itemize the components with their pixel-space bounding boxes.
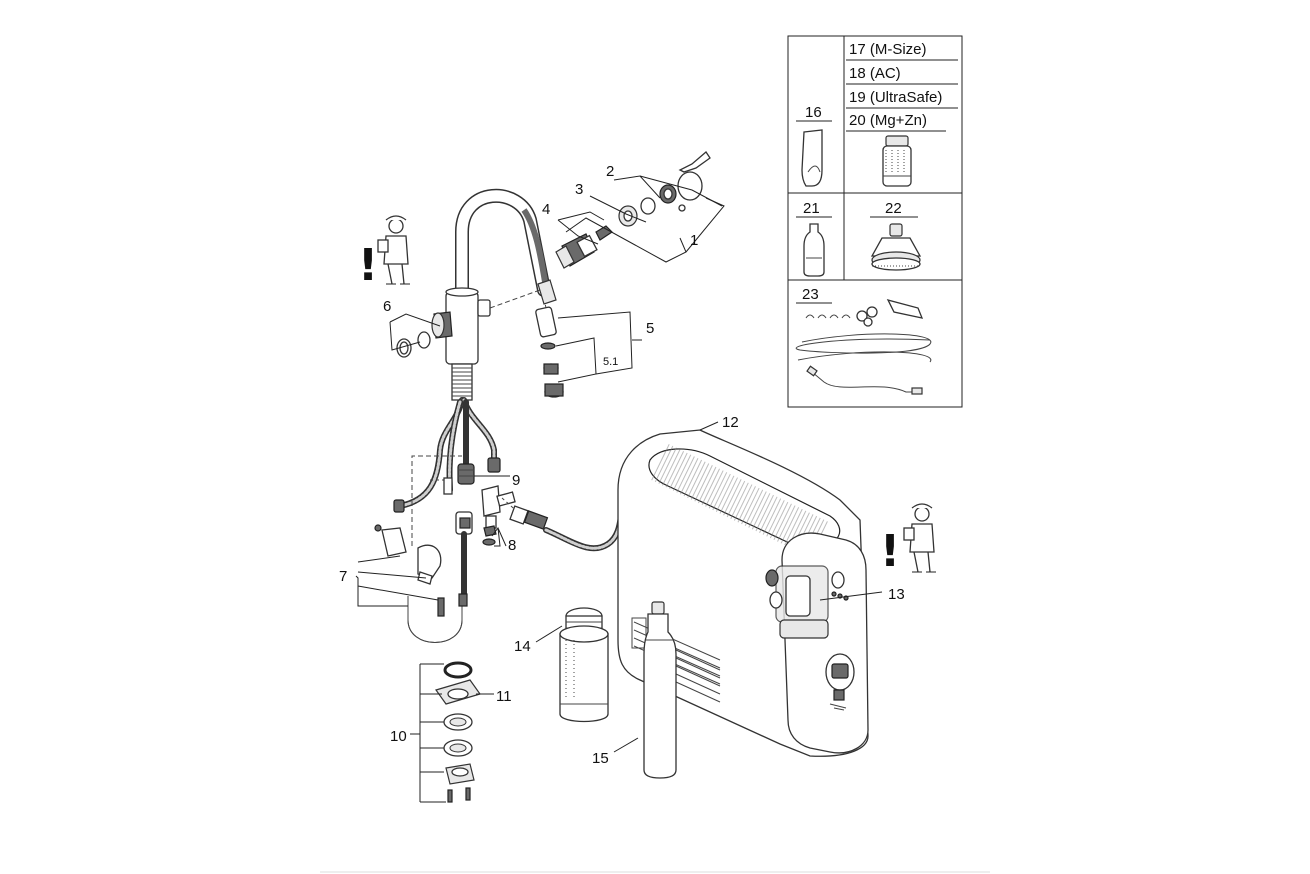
mounting-base-10-11	[435, 661, 481, 803]
callout-15: 15	[592, 750, 609, 767]
callout-3: 3	[575, 181, 583, 198]
angle-valve	[455, 511, 473, 603]
cartridge-parts-1-4	[555, 151, 711, 269]
label-18: 18 (AC)	[849, 65, 901, 82]
label-21: 21	[803, 200, 820, 217]
label-20: 20 (Mg+Zn)	[849, 112, 927, 129]
callout-9: 9	[512, 472, 520, 489]
mounting-bracket-7	[374, 524, 468, 643]
callout-8: 8	[508, 537, 516, 554]
hose-connector	[509, 505, 625, 552]
bottle-16-detail	[807, 165, 821, 173]
label-19: 19 (UltraSafe)	[849, 89, 942, 106]
faucet-threaded-shank	[451, 363, 473, 401]
spout-inner-hose	[521, 208, 549, 289]
callout-6: 6	[383, 298, 391, 315]
callout-1: 1	[690, 232, 698, 249]
callout-11: 11	[496, 688, 512, 705]
inset-frame	[787, 35, 963, 408]
installer-warning-left: !	[358, 215, 410, 291]
top-vent	[648, 448, 841, 549]
label-23: 23	[802, 286, 819, 303]
callout-14: 14	[514, 638, 531, 655]
co2-bottle-21	[803, 223, 825, 277]
main-unit-12	[617, 429, 869, 757]
callout-13: 13	[888, 586, 905, 603]
label-16: 16	[805, 104, 822, 121]
faucet-assembly	[431, 189, 551, 401]
spray-head-5	[535, 279, 564, 398]
filter-head-13	[765, 565, 829, 639]
lever-handle	[678, 151, 711, 173]
valve-head-22	[870, 223, 922, 271]
callout-10: 10	[390, 728, 407, 745]
callout-7: 7	[339, 568, 347, 585]
label-22: 22	[885, 200, 902, 217]
warning-mark-right: !	[880, 526, 900, 577]
filter-cartridge-14	[559, 607, 609, 723]
label-17: 17 (M-Size)	[849, 41, 927, 58]
co2-bottle-15	[643, 601, 677, 779]
filter-cartridge-17-20	[882, 135, 912, 187]
faucet-side-outlet	[477, 299, 491, 317]
aerator-parts-6	[396, 331, 431, 358]
installer-person-icon	[377, 215, 410, 285]
side-vents	[631, 617, 721, 703]
cartridge-4	[555, 233, 598, 269]
callout-2: 2	[606, 163, 614, 180]
supply-hoses	[393, 397, 501, 546]
callout-5-1: 5.1	[603, 356, 618, 368]
installer-person-icon	[903, 503, 936, 573]
warning-mark-left: !	[358, 240, 378, 291]
handle-cap	[677, 171, 703, 201]
filter-bottle-16	[801, 129, 823, 187]
connector-9	[443, 463, 475, 495]
installer-warning-right: !	[880, 503, 936, 577]
callout-12: 12	[722, 414, 739, 431]
spare-parts-inset: 17 (M-Size) 18 (AC) 19 (UltraSafe) 20 (M…	[787, 35, 963, 408]
callout-4: 4	[542, 201, 550, 218]
callout-leaders	[355, 175, 883, 803]
callout-5: 5	[646, 320, 654, 337]
installation-kit-23	[795, 299, 932, 395]
